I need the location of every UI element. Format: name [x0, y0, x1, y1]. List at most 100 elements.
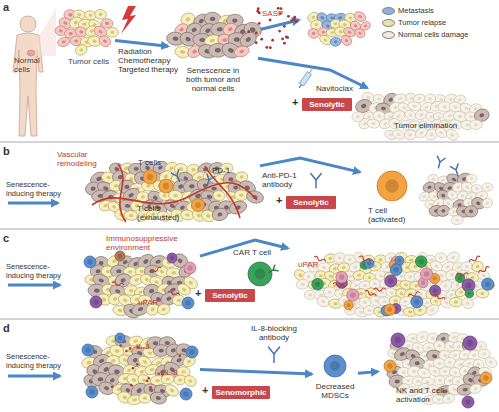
cell-nucleus	[432, 194, 437, 198]
cell-body	[97, 34, 113, 49]
cell-nucleus	[181, 370, 185, 374]
cell-nucleus	[142, 258, 149, 264]
cell-nucleus	[436, 201, 441, 205]
immune-cell-nucleus	[147, 174, 153, 180]
immune-cell-nucleus	[315, 282, 320, 287]
immune-cell	[115, 333, 125, 343]
cell-nucleus	[114, 349, 120, 354]
cell-nucleus	[319, 274, 323, 277]
cell-nucleus	[474, 123, 478, 126]
secreted-factor	[295, 20, 298, 23]
cell	[316, 295, 331, 309]
cell	[339, 34, 353, 48]
legend-text: Normal cells damage	[398, 30, 468, 39]
cell-nucleus	[321, 299, 326, 303]
cell-nucleus	[188, 379, 193, 384]
secreted-factor	[269, 46, 272, 49]
cell-nucleus	[419, 131, 424, 135]
illustration-group: Tumor elimination	[350, 88, 492, 140]
secreted-factor	[287, 15, 290, 18]
cell-nucleus	[149, 367, 154, 371]
cell-nucleus	[342, 266, 346, 270]
cell	[211, 207, 229, 222]
immune-cell-nucleus	[85, 347, 90, 352]
cell-nucleus	[437, 398, 441, 401]
caption-text: uPAR	[298, 260, 328, 269]
cell-nucleus	[373, 282, 377, 285]
human-figure	[13, 8, 56, 136]
secreted-factor	[278, 30, 281, 33]
cell-nucleus	[204, 28, 211, 34]
cell-nucleus	[475, 264, 480, 269]
cell	[212, 190, 226, 202]
cell-body	[235, 190, 249, 200]
cell-nucleus	[178, 378, 182, 382]
cell	[481, 197, 494, 209]
illustration-group: Immunosuppressive environmentuPAR	[78, 232, 200, 316]
cell-nucleus	[159, 269, 164, 274]
cell-body	[106, 27, 119, 38]
cell-nucleus	[465, 185, 470, 189]
cell-nucleus	[363, 284, 367, 287]
tumor-cluster	[84, 251, 200, 320]
upar-marker	[112, 282, 124, 287]
cell-body	[94, 9, 107, 20]
cell	[366, 118, 380, 129]
cell-nucleus	[227, 47, 234, 54]
cell-nucleus	[191, 168, 195, 172]
cell-nucleus	[464, 106, 469, 110]
immune-cell	[336, 271, 348, 283]
immune-cell	[192, 199, 205, 212]
cell-nucleus	[438, 379, 442, 382]
cell-nucleus	[128, 270, 132, 273]
immune-cell-nucleus	[432, 276, 437, 281]
antibody-symbol	[311, 174, 321, 188]
cell-nucleus	[437, 361, 442, 365]
immune-cell	[385, 275, 397, 287]
treatment-label: Senolytic	[286, 198, 336, 207]
secreted-factor	[157, 373, 160, 376]
annotation: Anti-PD-1 antibody	[262, 171, 306, 189]
cell-nucleus	[228, 177, 233, 181]
immune-cell-body	[463, 336, 477, 350]
cell-nucleus	[339, 30, 343, 33]
secreted-factor	[265, 46, 268, 49]
cell-body	[391, 128, 406, 140]
cell-nucleus	[465, 301, 470, 306]
immune-cell-nucleus	[394, 267, 399, 272]
cell-nucleus	[447, 186, 452, 190]
cell	[101, 18, 113, 28]
cell-nucleus	[422, 371, 427, 375]
cell-nucleus	[429, 203, 433, 206]
cell-nucleus	[348, 274, 352, 278]
immune-cell-nucleus	[397, 259, 401, 263]
cell-nucleus	[456, 379, 461, 384]
cell-nucleus	[311, 15, 316, 20]
cell-nucleus	[482, 274, 486, 278]
cell	[106, 27, 119, 38]
immune-cell-nucleus	[421, 280, 425, 284]
cell-nucleus	[434, 299, 438, 303]
cell	[353, 27, 366, 39]
upar-marker	[168, 291, 180, 297]
cell-body	[451, 215, 464, 225]
edge-label: Radiation Chemotherapy Targeted therapy	[118, 47, 186, 74]
cell-nucleus	[358, 14, 363, 18]
secreted-factor	[269, 19, 272, 22]
cell-nucleus	[363, 301, 367, 305]
cell-nucleus	[122, 298, 128, 303]
cell-nucleus	[186, 359, 191, 364]
tumor-cluster	[54, 9, 118, 57]
secreted-factor	[285, 36, 288, 39]
cell	[464, 205, 478, 217]
cell-nucleus	[446, 396, 451, 400]
cell	[391, 128, 406, 140]
annotation: SASP	[262, 9, 283, 18]
cell-nucleus	[489, 360, 494, 365]
cell-nucleus	[459, 290, 464, 294]
cell	[404, 129, 417, 140]
legend-item: Metastasis	[382, 6, 434, 15]
cell-nucleus	[73, 20, 78, 25]
immune-cell-body	[411, 296, 423, 308]
